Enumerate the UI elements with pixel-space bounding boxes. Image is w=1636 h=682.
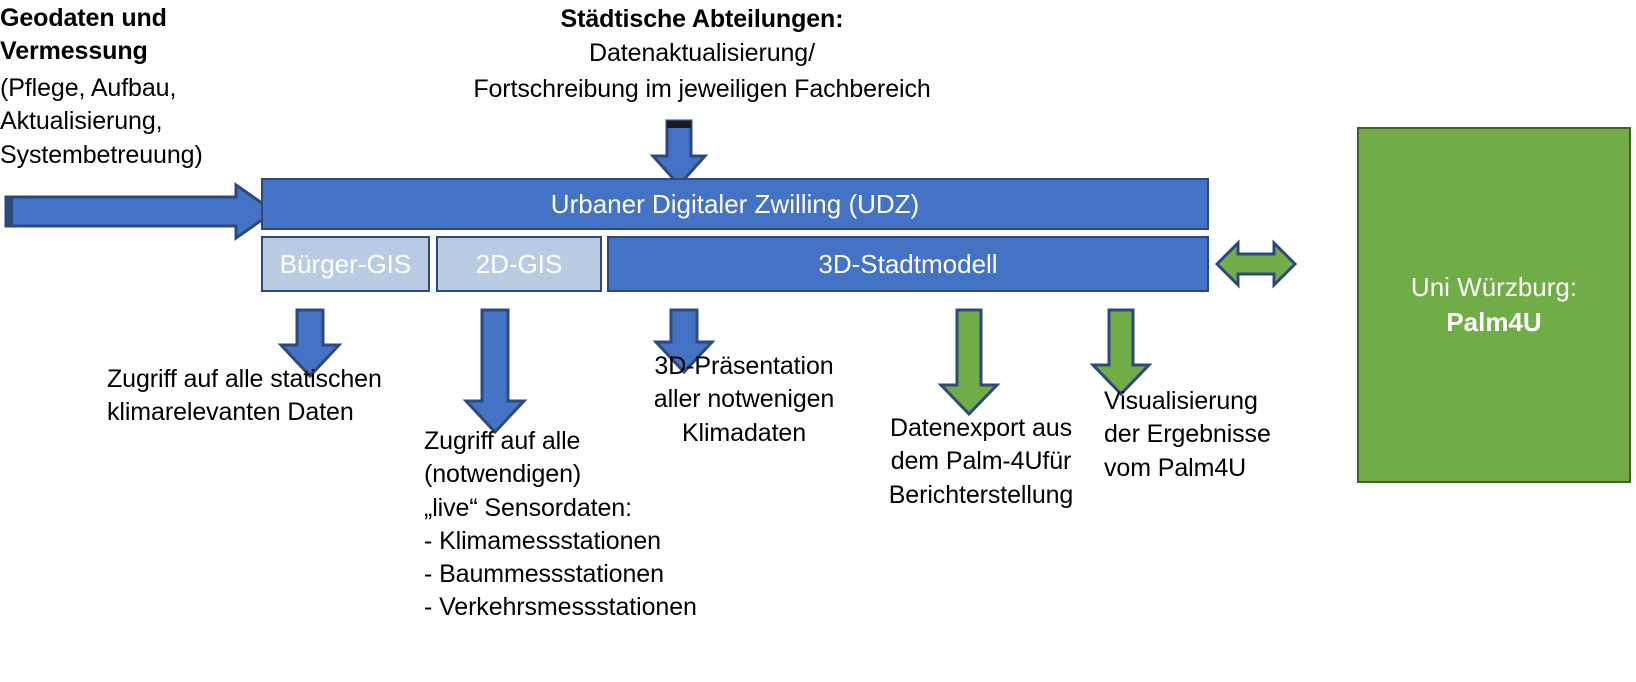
buerger-gis-label: Bürger-GIS <box>279 248 412 279</box>
geodaten-body: (Pflege, Aufbau, Aktualisierung, Systemb… <box>0 74 203 169</box>
arrow-right-icon <box>4 182 277 241</box>
arrow-down-icon <box>277 307 343 379</box>
geodaten-title: Geodaten und Vermessung <box>0 4 167 66</box>
arrow-down-icon <box>649 118 709 188</box>
buerger-gis-bar[interactable]: Bürger-GIS <box>261 236 430 292</box>
2d-gis-label: 2D-GIS <box>475 248 563 279</box>
3d-stadtmodell-label: 3D-Stadtmodell <box>818 248 998 279</box>
staedtische-abteilungen-title: Städtische Abteilungen: <box>560 5 844 33</box>
arrow-down-icon <box>1088 307 1154 397</box>
3d-stadtmodell-bar[interactable]: 3D-Stadtmodell <box>607 236 1209 292</box>
output-datenexport-text: Datenexport aus dem Palm-4Ufür Berichter… <box>888 414 1074 509</box>
staedtische-abteilungen-line1: Datenaktualisierung/ <box>589 39 815 67</box>
palm4u-label: Palm4U <box>1446 307 1542 337</box>
arrow-left-right-icon <box>1214 236 1298 292</box>
uni-wuerzburg-line1: Uni Würzburg: <box>1410 271 1578 302</box>
output-sensor-data-text: Zugriff auf alle (notwendigen) „live“ Se… <box>424 427 697 622</box>
arrow-down-icon <box>652 307 716 375</box>
udz-bar-label: Urbaner Digitaler Zwilling (UDZ) <box>550 188 920 219</box>
output-visualisierung-text: Visualisierung der Ergebnisse vom Palm4U <box>1104 387 1271 482</box>
2d-gis-bar[interactable]: 2D-GIS <box>436 236 602 292</box>
arrow-down-icon <box>462 307 528 435</box>
arrow-down-icon <box>936 307 1002 417</box>
output-static-data-text: Zugriff auf alle statischen klimarelevan… <box>107 365 382 427</box>
output-3d-presentation-text: 3D-Präsentation aller notwenigen Klimada… <box>653 352 835 447</box>
udz-bar[interactable]: Urbaner Digitaler Zwilling (UDZ) <box>261 178 1209 230</box>
staedtische-abteilungen-line2: Fortschreibung im jeweiligen Fachbereich <box>473 75 931 103</box>
uni-wuerzburg-box[interactable]: Uni Würzburg: Palm4U <box>1357 127 1631 483</box>
